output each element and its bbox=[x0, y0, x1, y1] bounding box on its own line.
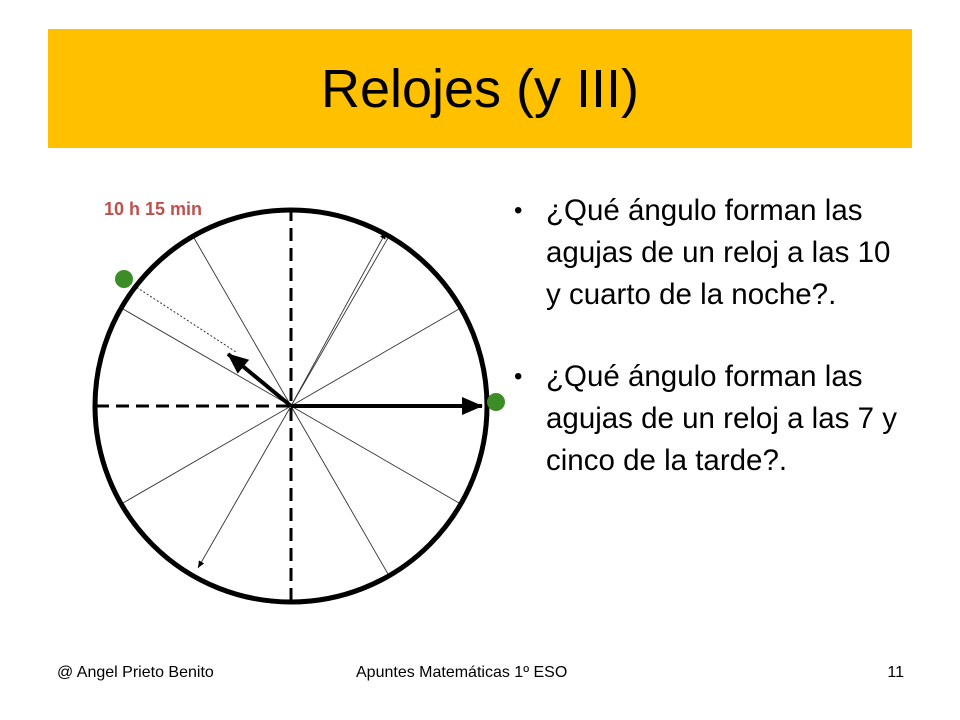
marker-dot bbox=[115, 270, 133, 288]
question-text: ¿Qué ángulo forman las agujas de un relo… bbox=[546, 360, 897, 477]
clock-spokes bbox=[122, 237, 460, 575]
spoke-line bbox=[290, 237, 389, 407]
slide-title: Relojes (y III) bbox=[320, 58, 640, 119]
page-number: 11 bbox=[887, 664, 904, 681]
question-list: • ¿Qué ángulo forman las agujas de un re… bbox=[512, 190, 912, 522]
spoke-line bbox=[290, 405, 389, 575]
spoke-arrow-line bbox=[290, 231, 387, 407]
time-label: 10 h 15 min bbox=[104, 199, 202, 219]
spoke-line bbox=[122, 308, 292, 407]
question-item: • ¿Qué ángulo forman las agujas de un re… bbox=[512, 190, 912, 316]
spoke-line bbox=[193, 237, 292, 407]
spoke-line bbox=[290, 405, 460, 504]
clock-face bbox=[92, 207, 490, 605]
spoke-arrow-line bbox=[197, 405, 292, 569]
footer-author: @ Angel Prieto Benito bbox=[57, 664, 214, 681]
spoke-line bbox=[122, 405, 292, 504]
question-item: • ¿Qué ángulo forman las agujas de un re… bbox=[512, 356, 912, 482]
bullet-dot-icon: • bbox=[514, 197, 523, 224]
footer-course: Apuntes Matemáticas 1º ESO bbox=[356, 664, 568, 681]
question-text: ¿Qué ángulo forman las agujas de un relo… bbox=[546, 194, 891, 311]
spoke-line bbox=[290, 308, 460, 407]
title-bar: Relojes (y III) bbox=[48, 29, 912, 148]
reference-dotted-line bbox=[129, 282, 237, 353]
bullet-dot-icon: • bbox=[514, 363, 523, 390]
hour-hand bbox=[226, 352, 293, 408]
marker-dot bbox=[487, 393, 505, 411]
